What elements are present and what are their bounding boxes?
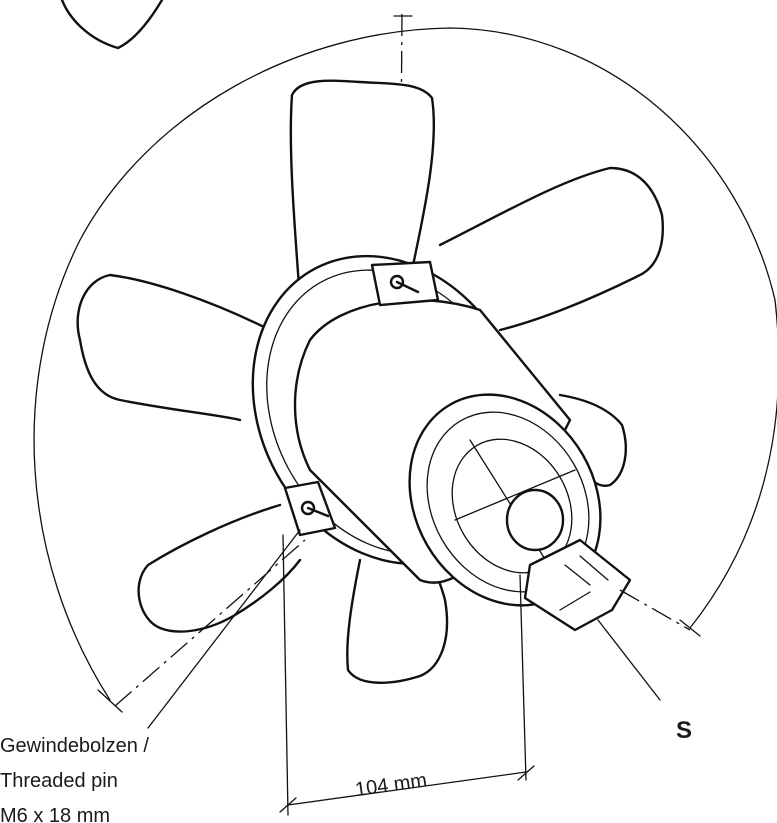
connector-label: S: [676, 717, 692, 744]
blade-lower-left: [137, 503, 302, 633]
arc-end-tick-right: [679, 619, 701, 637]
partial-blade-top: [60, 0, 164, 50]
threaded-pin-label-line2: Threaded pin: [0, 770, 118, 792]
dim-tick-left: [279, 797, 297, 813]
dim-extension-right: [519, 574, 527, 781]
envelope-arc: [33, 27, 777, 701]
threaded-pin-label-line3: M6 x 18 mm: [0, 805, 110, 823]
dimension-label: 104 mm: [354, 769, 429, 801]
vertical-centerline: [399, 13, 403, 281]
arc-end-tick-left: [97, 689, 123, 713]
blade-top: [289, 79, 436, 302]
threaded-pin-label-line1: Gewindebolzen /: [0, 735, 149, 757]
dimension-line: [287, 771, 527, 806]
blade-left: [76, 273, 272, 422]
dim-extension-left: [282, 534, 289, 816]
connector-s: [523, 538, 632, 632]
threaded-pin-upper: [370, 260, 440, 307]
threaded-pin-lower: [283, 480, 337, 537]
connector-leader-line: [597, 619, 661, 701]
pin-leader-line: [147, 529, 301, 729]
diagonal-centerline: [114, 539, 306, 707]
dim-tick-right: [517, 765, 535, 781]
diagonal-centerline-right: [619, 589, 691, 631]
blade-upper-right: [438, 166, 664, 332]
